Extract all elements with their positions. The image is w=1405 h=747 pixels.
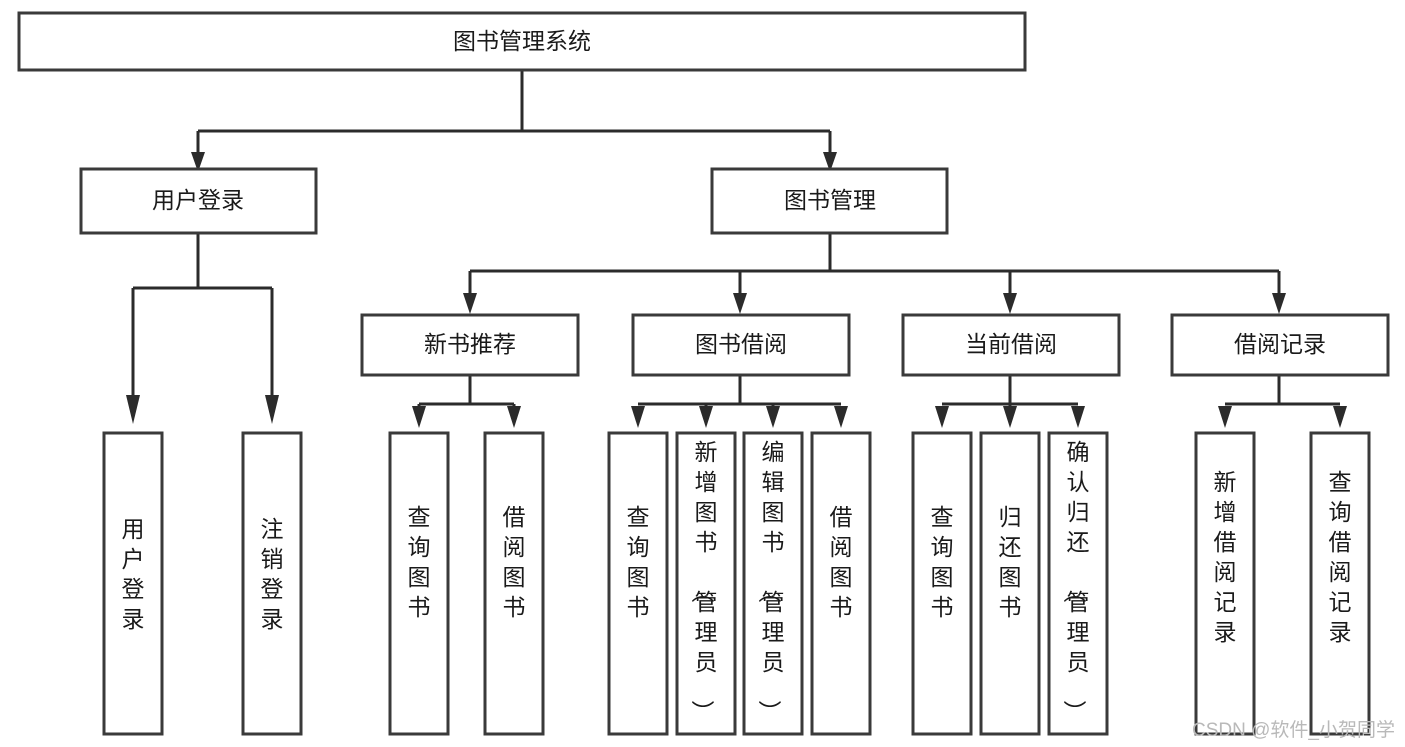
node-current[interactable]: 当前借阅: [901, 313, 1121, 377]
arrow-to-user-login: [126, 395, 140, 424]
node-newbook-box[interactable]: [360, 313, 580, 377]
node-leaf-borrow-book-1-label: 借阅图书: [503, 504, 526, 620]
arrow-to-borrow: [733, 293, 747, 314]
node-borrow-label: 图书借阅: [695, 331, 787, 357]
node-leaf-query-record-label: 查询借阅记录: [1329, 469, 1352, 645]
arrow-to-login: [191, 152, 205, 172]
node-leaf-borrow-book-1[interactable]: 借阅图书: [483, 431, 545, 736]
node-leaf-query-book-3-box[interactable]: [911, 431, 973, 736]
arrow-to-return-book: [1003, 406, 1017, 428]
node-borrow-box[interactable]: [631, 313, 851, 377]
node-leaf-user-login-label: 用户登录: [122, 516, 145, 632]
node-root[interactable]: 图书管理系统: [17, 11, 1027, 72]
arrow-to-confirm-return: [1071, 406, 1085, 428]
node-records-label: 借阅记录: [1234, 331, 1326, 357]
node-leaf-add-record-label: 新增借阅记录: [1214, 469, 1237, 645]
node-newbook-label: 新书推荐: [424, 331, 516, 357]
node-leaf-return-book-label: 归还图书: [999, 504, 1022, 620]
node-leaf-return-book-box[interactable]: [979, 431, 1041, 736]
node-leaf-user-logout[interactable]: 注销登录: [241, 431, 303, 736]
arrow-to-add-book: [699, 406, 713, 428]
node-leaf-user-logout-box[interactable]: [241, 431, 303, 736]
arrow-to-add-record: [1218, 406, 1232, 428]
node-leaf-edit-book[interactable]: 编辑图书（管理员）: [742, 431, 804, 736]
node-root-box[interactable]: [17, 11, 1027, 72]
node-leaf-user-logout-label: 注销登录: [261, 516, 284, 632]
node-leaf-query-record-box[interactable]: [1309, 431, 1371, 736]
node-records[interactable]: 借阅记录: [1170, 313, 1390, 377]
node-leaf-confirm-return[interactable]: 确认归还（管理员）: [1047, 431, 1109, 736]
arrow-to-query-book-2: [631, 406, 645, 428]
node-leaf-query-record[interactable]: 查询借阅记录: [1309, 431, 1371, 736]
node-leaf-query-book-2-box[interactable]: [607, 431, 669, 736]
watermark: CSDN @软件_小贺同学: [1192, 719, 1395, 741]
arrow-to-current: [1003, 293, 1017, 314]
node-leaf-add-record[interactable]: 新增借阅记录: [1194, 431, 1256, 736]
arrow-to-borrow-book-1: [507, 406, 521, 428]
node-leaf-borrow-book-1-box[interactable]: [483, 431, 545, 736]
node-bookmgmt-box[interactable]: [710, 167, 949, 235]
node-root-label: 图书管理系统: [453, 28, 591, 54]
node-leaf-edit-book-box[interactable]: [742, 431, 804, 736]
node-leaf-confirm-return-label: 确认归还（管理员）: [1062, 439, 1090, 723]
node-leaf-user-login-box[interactable]: [102, 431, 164, 736]
node-leaf-query-book-2-label: 查询图书: [627, 504, 650, 620]
node-leaf-confirm-return-box[interactable]: [1047, 431, 1109, 736]
arrow-to-borrow-book-2: [834, 406, 848, 428]
node-newbook[interactable]: 新书推荐: [360, 313, 580, 377]
arrow-to-user-logout: [265, 395, 279, 424]
node-login-box[interactable]: [79, 167, 318, 235]
node-leaf-query-book-1-label: 查询图书: [408, 504, 431, 620]
node-leaf-borrow-book-2[interactable]: 借阅图书: [810, 431, 872, 736]
connector-layer: [126, 70, 1347, 428]
arrow-to-edit-book: [766, 406, 780, 428]
node-leaf-query-book-1-box[interactable]: [388, 431, 450, 736]
node-leaf-query-book-3[interactable]: 查询图书: [911, 431, 973, 736]
arrow-to-query-book-3: [935, 406, 949, 428]
node-records-box[interactable]: [1170, 313, 1390, 377]
node-leaf-add-record-box[interactable]: [1194, 431, 1256, 736]
node-leaf-add-book[interactable]: 新增图书（管理员）: [675, 431, 737, 736]
node-current-label: 当前借阅: [965, 331, 1057, 357]
arrow-to-records: [1272, 293, 1286, 314]
node-leaf-borrow-book-2-label: 借阅图书: [830, 504, 853, 620]
node-leaf-borrow-book-2-box[interactable]: [810, 431, 872, 736]
node-borrow[interactable]: 图书借阅: [631, 313, 851, 377]
node-leaf-add-book-box[interactable]: [675, 431, 737, 736]
node-leaf-add-book-label: 新增图书（管理员）: [690, 439, 718, 723]
node-leaf-query-book-1[interactable]: 查询图书: [388, 431, 450, 736]
node-bookmgmt[interactable]: 图书管理: [710, 167, 949, 235]
node-leaf-edit-book-label: 编辑图书（管理员）: [757, 439, 785, 723]
node-login[interactable]: 用户登录: [79, 167, 318, 235]
arrow-to-query-book-1: [412, 406, 426, 428]
node-leaf-query-book-3-label: 查询图书: [931, 504, 954, 620]
node-leaf-query-book-2[interactable]: 查询图书: [607, 431, 669, 736]
node-current-box[interactable]: [901, 313, 1121, 377]
node-bookmgmt-label: 图书管理: [784, 187, 876, 213]
node-leaf-return-book[interactable]: 归还图书: [979, 431, 1041, 736]
arrow-to-bookmgmt: [823, 152, 837, 172]
arrow-to-newbook: [463, 293, 477, 314]
arrow-to-query-record: [1333, 406, 1347, 428]
node-login-label: 用户登录: [152, 187, 244, 213]
node-leaf-user-login[interactable]: 用户登录: [102, 431, 164, 736]
